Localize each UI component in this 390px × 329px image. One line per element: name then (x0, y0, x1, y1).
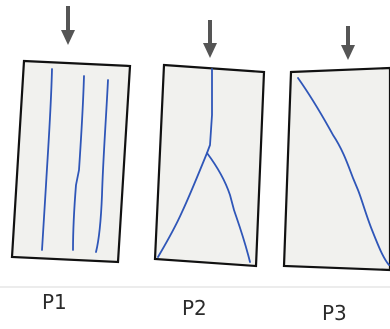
crack-pattern (41, 68, 109, 253)
crack-line (206, 68, 213, 154)
specimen-block (153, 63, 266, 268)
panel-label: P2 (182, 296, 207, 320)
crack-pattern (297, 77, 390, 266)
panel-p1: P1 (10, 6, 132, 314)
crack-pattern (157, 68, 251, 263)
panel-label: P1 (42, 290, 67, 314)
load-arrow-icon (341, 26, 355, 60)
crack-line (72, 75, 85, 251)
specimen-block (282, 66, 390, 272)
crack-line (157, 152, 208, 258)
specimen-block (10, 59, 132, 264)
panel-label: P3 (322, 301, 347, 325)
load-arrow-icon (61, 6, 75, 45)
panel-p3: P3 (282, 26, 390, 325)
crack-line (297, 77, 390, 266)
panel-p2: P2 (153, 20, 266, 320)
crack-line (95, 79, 109, 253)
load-arrow-icon (203, 20, 217, 58)
crack-line (206, 152, 251, 263)
crack-line (41, 68, 53, 251)
